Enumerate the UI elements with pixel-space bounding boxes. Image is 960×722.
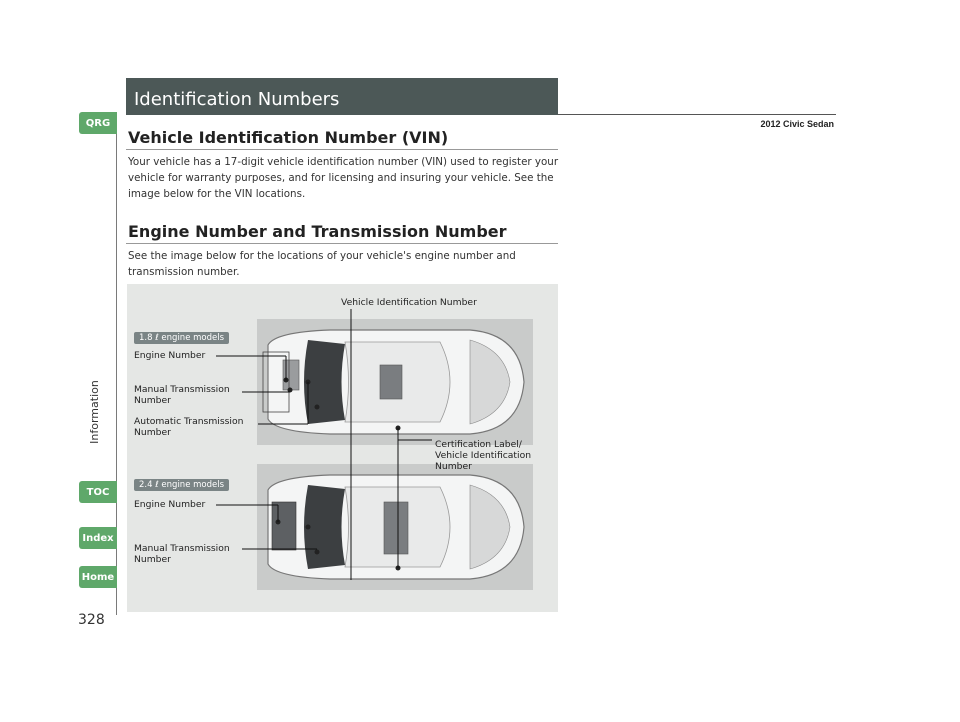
text-line: Your vehicle has a 17-digit vehicle iden… [128,156,559,168]
car-top-view-1 [262,329,525,435]
vin-heading: Vehicle Identification Number (VIN) [128,128,449,147]
engine-number-label-bottom: Engine Number [134,499,206,510]
label-line: Automatic Transmission [134,416,244,427]
label-line: Certification Label/ [435,439,522,450]
page-number: 328 [78,612,105,628]
text-line: vehicle for warranty purposes, and for l… [128,172,554,184]
label-line: Vehicle Identification [435,450,532,461]
section-rule [126,243,558,244]
vin-label: Vehicle Identification Number [341,297,477,308]
qrg-button[interactable]: QRG [79,112,117,134]
label-line: Manual Transmission [134,384,230,395]
certification-label: Certification Label/ Vehicle Identificat… [435,439,531,472]
model-name: 2012 Civic Sedan [760,119,834,129]
engine-number-label-top: Engine Number [134,350,206,361]
header-rule [558,114,836,115]
label-line: Number [134,427,171,438]
leader-lines [216,309,432,580]
sidebar-divider [116,113,117,615]
car-top-view-2 [267,474,525,580]
home-button[interactable]: Home [79,566,117,588]
text-line: transmission number. [128,266,240,278]
badge-24-engine: 2.4 ℓ engine models [134,479,230,491]
section-rule [126,149,558,150]
badge-18-engine: 1.8 ℓ engine models [134,332,230,344]
toc-button[interactable]: TOC [79,481,117,503]
automatic-transmission-label: Automatic Transmission Number [134,416,243,438]
label-line: Number [134,395,171,406]
label-line: Number [134,554,171,565]
engine-heading: Engine Number and Transmission Number [128,222,507,241]
label-line: Number [435,461,472,472]
text-line: See the image below for the locations of… [128,250,516,262]
header-bar [126,78,558,115]
page-title: Identification Numbers [134,89,340,110]
manual-transmission-label-top: Manual Transmission Number [134,384,230,406]
label-line: Manual Transmission [134,543,230,554]
index-button[interactable]: Index [79,527,117,549]
manual-transmission-label-bottom: Manual Transmission Number [134,543,230,565]
vin-paragraph: Your vehicle has a 17-digit vehicle iden… [128,154,568,202]
engine-paragraph: See the image below for the locations of… [128,248,568,280]
text-line: image below for the VIN locations. [128,188,306,200]
